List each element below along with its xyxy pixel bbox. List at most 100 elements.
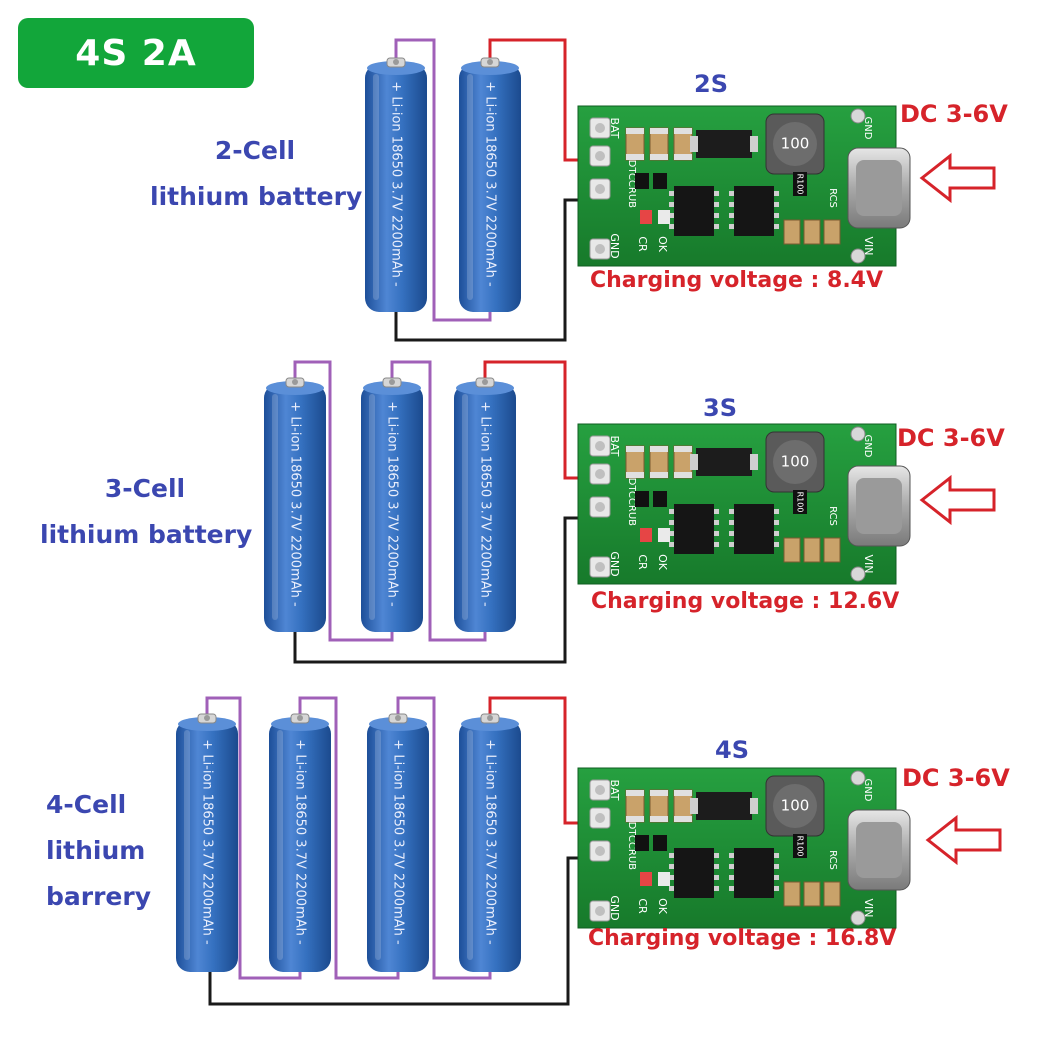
label-line: 4-Cell	[46, 790, 127, 819]
ic-pin	[729, 531, 734, 536]
battery: + Li-ion 18650 3.7V 2200mAh -	[176, 713, 238, 972]
capacitor-cap	[650, 790, 668, 796]
battery-top	[266, 381, 324, 395]
pad-hole	[595, 123, 605, 133]
ic-pin	[714, 509, 719, 514]
pad-hole	[595, 906, 605, 916]
battery-body	[361, 384, 423, 632]
ic-pin	[669, 202, 674, 207]
battery-terminal-cap	[395, 715, 401, 721]
pin-label-vin: VIN	[862, 899, 875, 918]
battery-body	[459, 64, 521, 312]
ic-pin	[714, 213, 719, 218]
label-line: lithium battery	[40, 520, 253, 549]
ic-pin	[714, 224, 719, 229]
ic-pin	[774, 224, 779, 229]
inductor-core	[773, 122, 817, 166]
battery-body	[176, 720, 238, 972]
led-red	[640, 528, 652, 542]
battery-top	[369, 717, 427, 731]
battery-top	[456, 381, 514, 395]
led-label-cr: CR	[636, 554, 649, 570]
ic-pin	[774, 213, 779, 218]
battery-body	[269, 720, 331, 972]
rcs-label: RCS	[827, 188, 838, 208]
ground-wire	[293, 516, 596, 664]
battery-marking: + Li-ion 18650 3.7V 2200mAh -	[478, 401, 493, 607]
battery-body	[454, 384, 516, 632]
pin-label-gnd: GND	[608, 233, 621, 258]
capacitor-cap	[674, 128, 692, 134]
label-line: 2-Cell	[214, 136, 296, 165]
diode-lead	[690, 798, 698, 814]
capacitor	[803, 537, 821, 563]
capacitor	[803, 881, 821, 907]
battery-terminal-cap	[487, 715, 493, 721]
battery-highlight	[467, 730, 473, 960]
ic-pin	[729, 886, 734, 891]
resistor-label: R100	[796, 836, 805, 857]
battery-terminal-cap	[297, 715, 303, 721]
pad-hole	[595, 846, 605, 856]
inductor-label: 100	[781, 453, 810, 471]
pin-label-gnd-right: GND	[862, 435, 873, 458]
positive-wire	[488, 38, 596, 162]
led-white	[658, 528, 670, 542]
capacitor	[783, 219, 801, 245]
battery-marking: + Li-ion 18650 3.7V 2200mAh -	[293, 739, 308, 945]
ic-pin	[669, 886, 674, 891]
pad-hole	[595, 785, 605, 795]
series-wire	[394, 38, 492, 322]
pin-label-bat: BAT	[608, 780, 621, 801]
capacitor	[783, 881, 801, 907]
inductor-label: 100	[781, 135, 810, 153]
ic-pin	[774, 875, 779, 880]
capacitor-cap	[626, 446, 644, 452]
battery-terminal-cap	[204, 715, 210, 721]
battery: + Li-ion 18650 3.7V 2200mAh -	[365, 57, 427, 312]
pin-label-vin: VIN	[862, 555, 875, 574]
battery-highlight	[277, 730, 283, 960]
pin-label-vin: VIN	[862, 237, 875, 256]
pin-label-gnd-right: GND	[862, 117, 873, 140]
capacitor-cap	[650, 472, 668, 478]
battery-terminal-cap	[482, 379, 488, 385]
led-label-cr: CR	[636, 898, 649, 914]
input-arrow-icon	[925, 814, 1002, 866]
resistor-label: R100	[796, 174, 805, 195]
diode	[696, 448, 752, 476]
ic-pin	[714, 202, 719, 207]
pin-label-gnd: GND	[608, 895, 621, 920]
ic-pin	[729, 509, 734, 514]
capacitor-cap	[626, 472, 644, 478]
battery-highlight	[369, 394, 375, 620]
ic-pin	[729, 224, 734, 229]
battery: + Li-ion 18650 3.7V 2200mAh -	[459, 713, 521, 972]
ic-pin	[669, 224, 674, 229]
mount-hole	[850, 770, 866, 786]
mount-hole	[850, 426, 866, 442]
battery-top	[178, 717, 236, 731]
input-voltage-2s: DC 3-6V	[900, 100, 1008, 128]
battery-highlight	[462, 394, 468, 620]
resistor	[635, 835, 649, 851]
ic-pin	[714, 875, 719, 880]
capacitor-cap	[626, 790, 644, 796]
led-red	[640, 210, 652, 224]
usb-c-inner	[856, 478, 902, 534]
capacitor-cap	[674, 154, 692, 160]
diode	[696, 792, 752, 820]
pad-hole	[595, 184, 605, 194]
diode-lead	[750, 136, 758, 152]
led-label-ok: OK	[656, 236, 669, 253]
led-white	[658, 210, 670, 224]
battery-terminal-cap	[393, 59, 399, 65]
input-arrow-icon	[919, 474, 996, 526]
input-voltage-4s: DC 3-6V	[902, 764, 1010, 792]
pin-label-gnd: GND	[608, 551, 621, 576]
charging-voltage-2s: Charging voltage : 8.4V	[590, 268, 884, 293]
